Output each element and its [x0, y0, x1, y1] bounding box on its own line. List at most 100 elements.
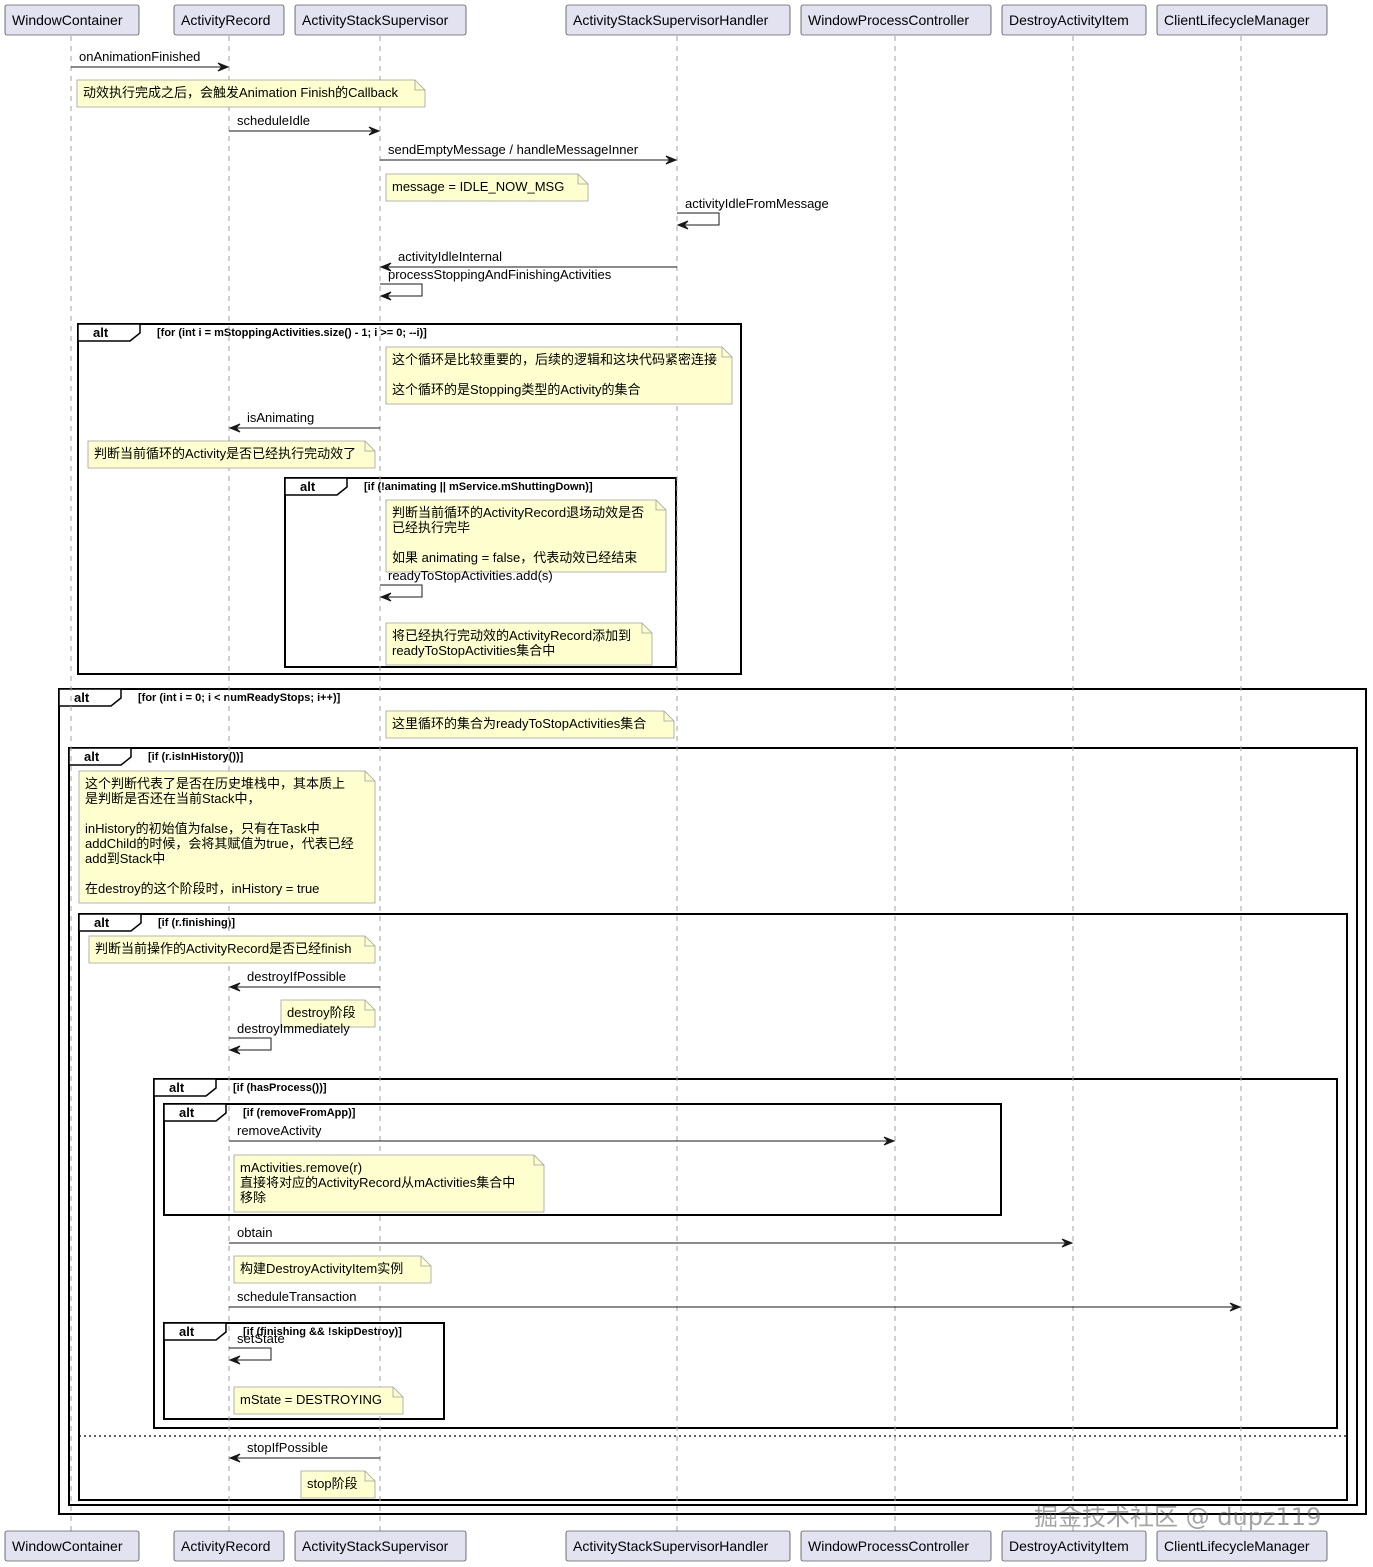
fragment-tab [284, 477, 348, 496]
note-text: 这个判断代表了是否在历史堆栈中，其本质上 [85, 776, 345, 791]
fragment-frame [58, 688, 1367, 1515]
message-onanimationfinished: onAnimationFinished [71, 49, 230, 72]
note-text: 动效执行完成之后，会触发Animation Finish的Callback [83, 85, 398, 100]
message-label: activityIdleFromMessage [685, 196, 829, 211]
participant-wc-top: WindowContainer [4, 4, 140, 36]
note-corner [364, 936, 375, 947]
note-text: 判断当前循环的Activity是否已经执行完动效了 [94, 446, 356, 461]
participant-box [294, 4, 467, 36]
participant-box [800, 1530, 992, 1562]
message-destroyimmediately: destroyImmediately [228, 1021, 350, 1055]
note: 这个循环是比较重要的，后续的逻辑和这块代码紧密连接这个循环的是Stopping类… [385, 346, 733, 405]
fragment-kind-label: alt [84, 749, 100, 764]
fragment-frame [77, 323, 742, 675]
note-text: 构建DestroyActivityItem实例 [240, 1261, 403, 1276]
participant-label: ClientLifecycleManager [1164, 1538, 1310, 1554]
self-call-line [229, 1347, 272, 1361]
note-box [87, 440, 376, 469]
fragment-guard-label: [if (r.isInHistory())] [148, 751, 244, 763]
note: stop阶段 [300, 1470, 376, 1499]
note-box [385, 622, 653, 666]
fragment-guard-label: [if (finishing && !skipDestroy)] [243, 1326, 402, 1338]
note-box [280, 999, 376, 1028]
message-label: obtain [237, 1225, 272, 1240]
fragment-tab [78, 913, 142, 932]
fragment-guard-label: [if (removeFromApp)] [243, 1107, 356, 1119]
arrow-head [368, 126, 381, 136]
arrow-head [379, 291, 392, 301]
fragment-tab [163, 1322, 227, 1341]
participant-label: ActivityStackSupervisorHandler [573, 1538, 769, 1554]
note: destroy阶段 [280, 999, 376, 1028]
message-setstate: setState [228, 1331, 285, 1365]
participant-box [800, 4, 992, 36]
participant-wc-bottom: WindowContainer [4, 1530, 140, 1562]
message-processstoppingandfinishingactivities: processStoppingAndFinishingActivities [379, 267, 612, 301]
arrow-head [228, 1355, 241, 1365]
self-call-line [380, 283, 423, 297]
fragment-guard-label: [if (!animating || mService.mShuttingDow… [364, 481, 593, 493]
note: 这里循环的集合为readyToStopActivities集合 [385, 710, 675, 739]
note-corner [721, 347, 732, 358]
fragment-tab [153, 1078, 217, 1097]
alt-fragment: alt[for (int i = mStoppingActivities.siz… [77, 323, 742, 675]
fragment-frame [163, 1322, 445, 1420]
participant-dai-top: DestroyActivityItem [1001, 4, 1147, 36]
note-corner [364, 771, 375, 782]
note-box [88, 935, 376, 964]
participant-label: WindowContainer [12, 12, 123, 28]
fragment-kind-label: alt [179, 1324, 195, 1339]
participant-box [173, 4, 285, 36]
arrow-head [379, 592, 392, 602]
participant-wpc-top: WindowProcessController [800, 4, 992, 36]
participant-ar-bottom: ActivityRecord [173, 1530, 285, 1562]
participant-ass-bottom: ActivityStackSupervisor [294, 1530, 467, 1562]
participant-label: WindowProcessController [808, 12, 969, 28]
message-scheduletransaction: scheduleTransaction [229, 1289, 1242, 1312]
note-corner [420, 1256, 431, 1267]
participant-box [565, 4, 791, 36]
message-label: scheduleTransaction [237, 1289, 356, 1304]
message-destroyifpossible: destroyIfPossible [228, 969, 380, 992]
alt-fragment: alt[if (removeFromApp)] [163, 1103, 1002, 1216]
participant-label: ActivityRecord [181, 1538, 270, 1554]
note: 判断当前循环的Activity是否已经执行完动效了 [87, 440, 376, 469]
note-text: inHistory的初始值为false，只有在Task中 [85, 821, 320, 836]
note-corner [577, 174, 588, 185]
message-label: destroyIfPossible [247, 969, 346, 984]
fragment-tab [58, 688, 122, 707]
participant-box [294, 1530, 467, 1562]
arrow-head [228, 982, 241, 992]
note-text: message = IDLE_NOW_MSG [392, 179, 564, 194]
participant-clm-top: ClientLifecycleManager [1156, 4, 1328, 36]
note-text: destroy阶段 [287, 1005, 356, 1020]
participant-box [1156, 1530, 1328, 1562]
participant-label: ActivityStackSupervisorHandler [573, 12, 769, 28]
message-label: processStoppingAndFinishingActivities [388, 267, 612, 282]
note-box [233, 1386, 404, 1415]
note-corner [414, 80, 425, 91]
message-label: scheduleIdle [237, 113, 310, 128]
note-corner [533, 1155, 544, 1166]
message-scheduleidle: scheduleIdle [229, 113, 381, 136]
participant-box [1001, 4, 1147, 36]
note-box [385, 173, 589, 202]
participant-label: ActivityRecord [181, 12, 270, 28]
fragment-frame [78, 913, 1348, 1501]
note: message = IDLE_NOW_MSG [385, 173, 589, 202]
participant-box [4, 4, 140, 36]
fragment-frame [68, 747, 1358, 1506]
note-text: 如果 animating = false，代表动效已经结束 [392, 550, 637, 565]
note-text: 直接将对应的ActivityRecord从mActivities集合中 [240, 1175, 515, 1190]
arrow-head [217, 62, 230, 72]
note-text: readyToStopActivities集合中 [392, 643, 555, 658]
note-text: add到Stack中 [85, 851, 165, 866]
fragment-tab [68, 747, 132, 766]
alt-fragment: alt[if (r.finishing)] [78, 913, 1348, 1501]
participant-label: DestroyActivityItem [1009, 1538, 1129, 1554]
note-text: addChild的时候，会将其赋值为true，代表已经 [85, 836, 354, 851]
note-text: 这个循环的是Stopping类型的Activity的集合 [392, 382, 641, 397]
note: 这个判断代表了是否在历史堆栈中，其本质上是判断是否还在当前Stack中，inHi… [78, 770, 376, 904]
participant-box [4, 1530, 140, 1562]
